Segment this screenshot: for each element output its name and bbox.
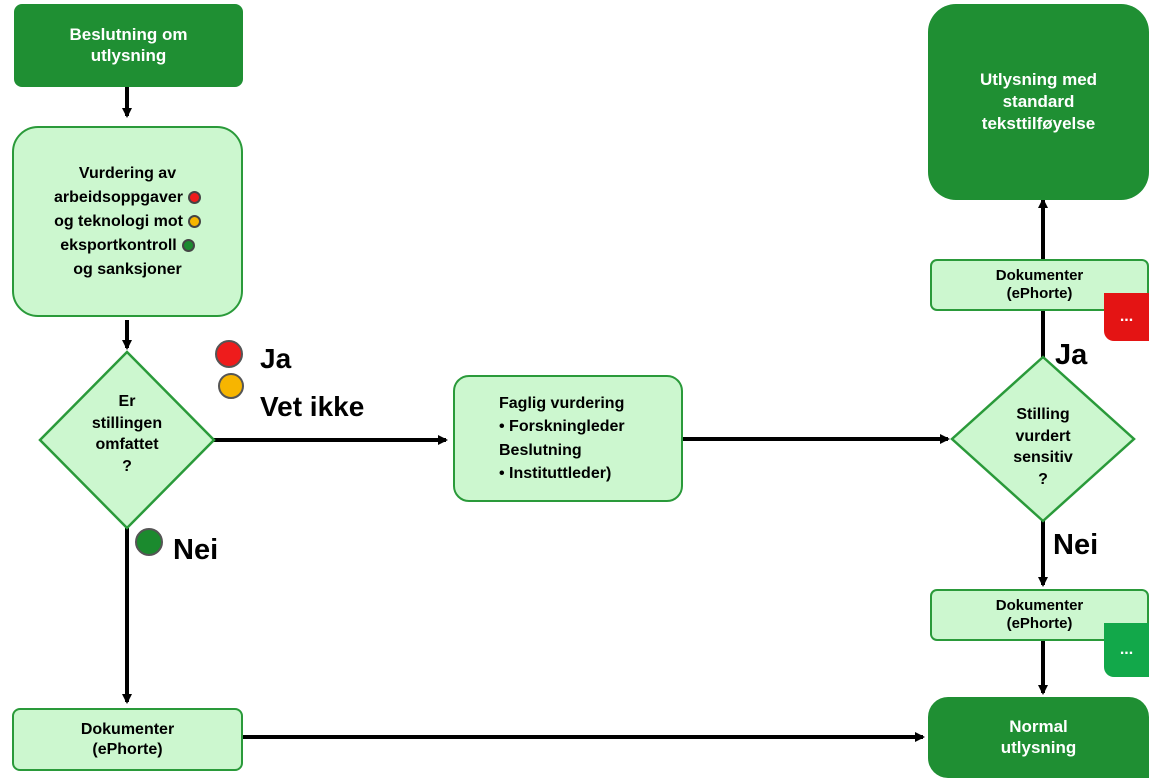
faglig-box: Faglig vurdering • Forskningleder Beslut…	[453, 375, 683, 502]
decision-text: Beslutning om utlysning	[69, 25, 188, 65]
utlysning-standard-box: Utlysning med standard teksttilføyelse	[928, 4, 1149, 200]
nei-label-right: Nei	[1053, 529, 1099, 561]
assessment-line-orange: og teknologi mot	[54, 210, 201, 234]
red-circle-icon	[215, 340, 243, 368]
assessment-line-green: eksportkontroll	[60, 234, 195, 258]
doc-bottom-box: Dokumenter (ePhorte)	[12, 708, 243, 771]
question2-text: Stilling vurdert sensitiv ?	[1013, 406, 1073, 488]
assessment-line-red: arbeidsoppgaver	[54, 186, 201, 210]
normal-box: Normal utlysning	[928, 697, 1149, 778]
vet-ikke-label: Vet ikke	[260, 391, 365, 422]
ja-label-right: Ja	[1055, 339, 1088, 371]
doc-top-tab: ...	[1104, 293, 1149, 341]
decision-box: Beslutning om utlysning	[14, 4, 243, 87]
green-circle-icon	[135, 528, 163, 556]
nei-label-left: Nei	[173, 534, 219, 566]
doc-top-box: Dokumenter (ePhorte)	[930, 259, 1149, 311]
question1-diamond	[38, 350, 216, 530]
orange-status-dot	[187, 214, 201, 228]
red-status-dot	[187, 190, 201, 204]
ja-label-left: Ja	[260, 343, 292, 374]
assessment-line: Vurdering av	[78, 164, 177, 182]
green-status-dot	[181, 238, 195, 252]
doc-mid-tab: ...	[1104, 623, 1149, 677]
assessment-line: og sanksjoner	[73, 260, 182, 278]
question2-diamond	[950, 355, 1136, 523]
assessment-box: Vurdering av arbeidsoppgaver og teknolog…	[12, 126, 243, 317]
orange-circle-icon	[218, 373, 244, 399]
question1-text: Er stillingen omfattet ?	[91, 393, 163, 475]
